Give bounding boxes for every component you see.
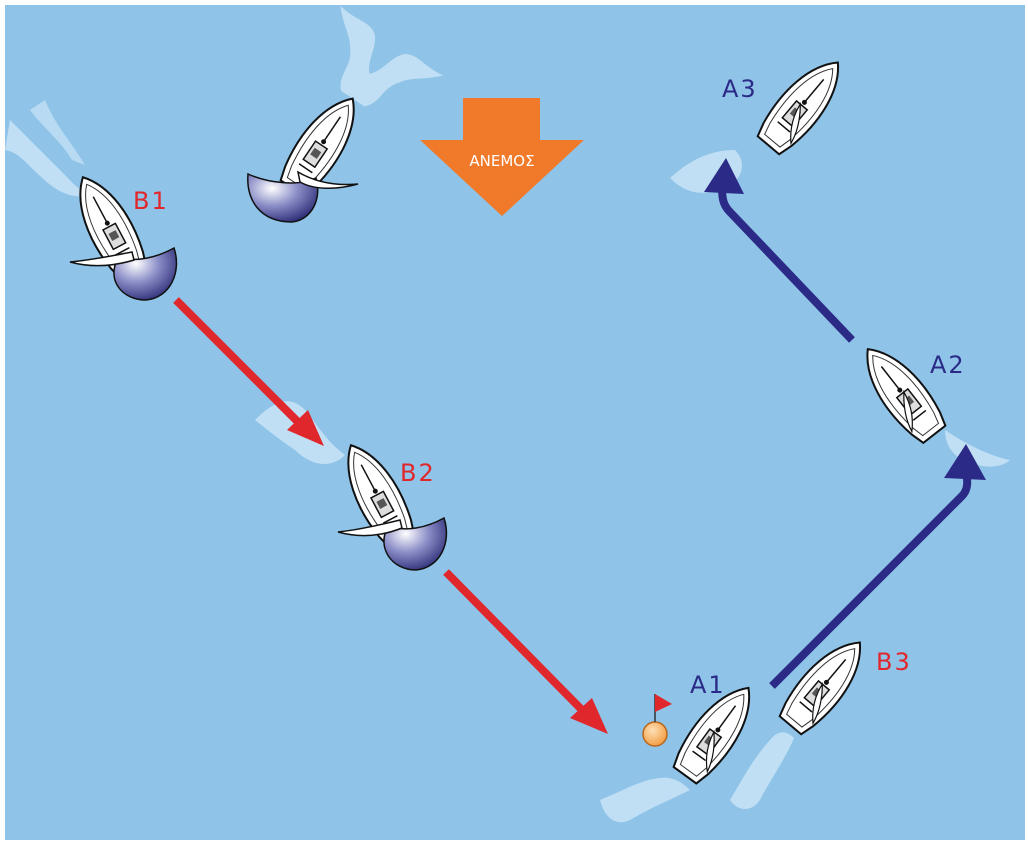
label-a1: A1 — [690, 671, 726, 699]
label-b1: B1 — [133, 187, 169, 215]
label-a3: A3 — [722, 75, 758, 103]
spinnaker-icon — [247, 170, 359, 223]
wind-label: ΑΝΕΜΟΣ — [469, 152, 534, 170]
mark-buoy-icon — [642, 694, 672, 747]
boat-b3 — [730, 628, 877, 809]
boat-b1 — [5, 100, 178, 301]
label-b3: B3 — [876, 648, 912, 676]
label-b2: B2 — [400, 459, 436, 487]
course-arrow-b — [173, 297, 608, 734]
boat-a1 — [600, 674, 767, 823]
wind-arrow: ΑΝΕΜΟΣ — [420, 98, 584, 216]
label-a2: A2 — [930, 351, 966, 379]
course-arrow-a — [704, 158, 986, 689]
